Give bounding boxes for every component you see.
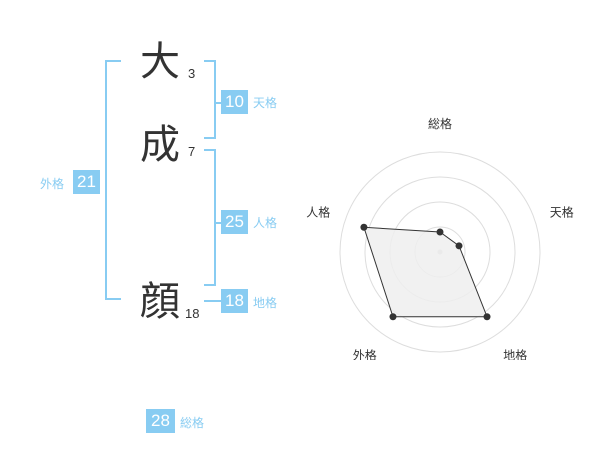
radar-axis-label-2: 地格 [503, 348, 527, 360]
stroke-count-3: 18 [185, 306, 200, 321]
radar-polygon [363, 226, 488, 318]
radar-ring-4 [339, 151, 541, 353]
radar-ring-3 [364, 176, 516, 328]
radar-point-2 [483, 313, 491, 321]
name-char-3: 顔 [140, 279, 180, 325]
soukaku-label: 総格 [180, 416, 205, 430]
radar-point-0 [436, 228, 444, 236]
gaikaku-value: 21 [73, 170, 100, 194]
radar-point-3 [389, 313, 397, 321]
stroke-count-2: 7 [188, 144, 196, 159]
name-char-1: 大 [140, 39, 180, 85]
chikaku-connector [204, 300, 222, 302]
radar-axis-label-1: 天格 [550, 204, 574, 219]
jinkaku-value: 25 [221, 210, 248, 234]
radar-axis-label-0: 総格 [428, 116, 452, 131]
chikaku-label: 地格 [253, 296, 278, 310]
gaikaku-label: 外格 [40, 177, 65, 191]
soukaku-value: 28 [146, 409, 175, 433]
radar-axis-label-4: 人格 [306, 204, 330, 219]
jinkaku-label: 人格 [253, 216, 278, 230]
stroke-count-1: 3 [188, 66, 196, 81]
radar-area [363, 226, 488, 318]
radar-point-1 [455, 242, 463, 250]
radar-axis-label-3: 外格 [353, 348, 377, 360]
radar-point-4 [360, 223, 368, 231]
tenkaku-value: 10 [221, 90, 248, 114]
radar-points [360, 223, 491, 321]
name-char-2: 成 [140, 122, 180, 168]
chikaku-value: 18 [221, 289, 248, 313]
tenkaku-label: 天格 [253, 96, 278, 110]
